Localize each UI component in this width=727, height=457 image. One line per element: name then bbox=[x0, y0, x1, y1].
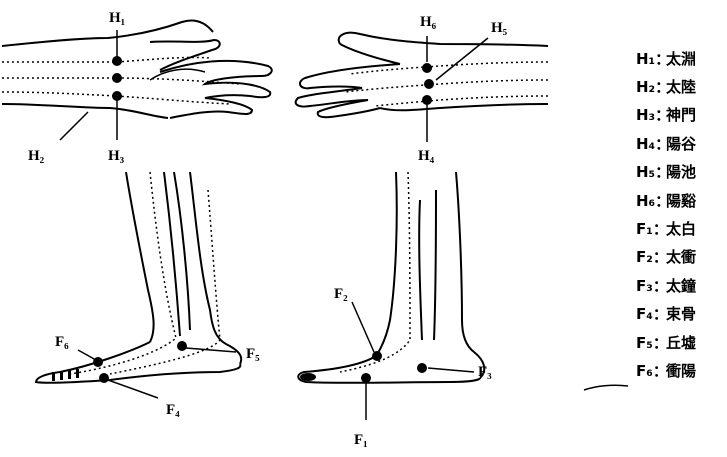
point-f2-marker bbox=[372, 351, 382, 361]
legend-row: F₃：太鐘 bbox=[636, 271, 726, 299]
point-h5-marker bbox=[424, 79, 434, 89]
left-foot-figure bbox=[36, 172, 241, 398]
label-f1: F₁ bbox=[354, 432, 368, 448]
legend-name: 太陸 bbox=[666, 76, 696, 97]
legend-row: F₁：太白 bbox=[636, 214, 726, 242]
legend-name: 神門 bbox=[666, 104, 696, 125]
point-h3-marker bbox=[112, 91, 122, 101]
label-f2: F₂ bbox=[334, 286, 348, 302]
legend-name: 丘墟 bbox=[666, 332, 696, 353]
legend-row: H₁：太淵 bbox=[636, 44, 726, 72]
right-leg-front-outline bbox=[376, 172, 397, 356]
point-h1-marker bbox=[112, 56, 122, 66]
legend-code: F₄： bbox=[636, 303, 666, 324]
right-leg-back-outline bbox=[456, 172, 484, 378]
point-f6-marker bbox=[93, 357, 103, 367]
legend-name: 太衝 bbox=[666, 246, 696, 267]
point-f1-marker bbox=[361, 373, 371, 383]
toe-mark bbox=[52, 372, 55, 381]
legend-name: 太白 bbox=[666, 218, 696, 239]
legend-code: F₁： bbox=[636, 218, 666, 239]
right-foot-channel bbox=[340, 172, 410, 372]
legend-row: H₅：陽池 bbox=[636, 158, 726, 186]
legend-name: 陽池 bbox=[666, 161, 696, 182]
right-toes bbox=[300, 373, 316, 381]
legend-code: F₂： bbox=[636, 246, 666, 267]
legend-code: H₂： bbox=[636, 76, 666, 97]
label-h4: H₄ bbox=[418, 148, 435, 164]
left-foot-channel-1 bbox=[70, 172, 176, 374]
legend-row: H₆：陽谿 bbox=[636, 186, 726, 214]
acupoint-legend: H₁：太淵 H₂：太陸 H₃：神門 H₄：陽谷 H₅：陽池 H₆：陽谿 F₁：太… bbox=[636, 44, 726, 385]
toe-mark bbox=[68, 370, 71, 379]
legend-row: F₅：丘墟 bbox=[636, 328, 726, 356]
legend-code: H₅： bbox=[636, 161, 666, 182]
legend-name: 太淵 bbox=[666, 48, 696, 69]
f5-leader-line bbox=[186, 348, 236, 352]
right-thumb bbox=[340, 44, 400, 64]
legend-name: 衝陽 bbox=[666, 360, 696, 381]
point-h2-marker bbox=[112, 73, 122, 83]
legend-row: H₂：太陸 bbox=[636, 72, 726, 100]
right-forearm-top-outline bbox=[339, 33, 548, 46]
legend-name: 太鐘 bbox=[666, 275, 696, 296]
point-h6-marker bbox=[422, 63, 432, 73]
right-channel-middle bbox=[345, 80, 548, 92]
f4-leader-line bbox=[108, 380, 158, 398]
right-foot-figure bbox=[298, 172, 484, 420]
left-tendon-b bbox=[174, 172, 190, 330]
label-f3: F₃ bbox=[478, 364, 492, 380]
legend-code: F₆： bbox=[636, 360, 666, 381]
label-h6: H₆ bbox=[420, 14, 437, 30]
toe-mark bbox=[76, 369, 79, 378]
left-hand-figure bbox=[2, 20, 272, 140]
scan-artifact-mark bbox=[584, 385, 628, 390]
label-f4: F₄ bbox=[166, 402, 180, 418]
right-forearm-bottom-outline bbox=[380, 104, 548, 110]
toe-mark bbox=[60, 371, 63, 380]
label-h3: H₃ bbox=[108, 148, 125, 164]
legend-code: H₃： bbox=[636, 104, 666, 125]
legend-name: 陽谷 bbox=[666, 133, 696, 154]
right-hand-figure bbox=[296, 33, 548, 142]
legend-name: 陽谿 bbox=[666, 190, 696, 211]
legend-row: H₃：神門 bbox=[636, 101, 726, 129]
label-h5: H₅ bbox=[491, 20, 508, 36]
left-leg-back-outline bbox=[190, 172, 241, 364]
f6-leader-line bbox=[78, 350, 96, 360]
legend-row: F₄：束骨 bbox=[636, 300, 726, 328]
right-channel-upper bbox=[350, 62, 548, 74]
h2-leader-line bbox=[60, 112, 88, 140]
f2-leader-line bbox=[352, 302, 374, 352]
legend-row: F₂：太衝 bbox=[636, 243, 726, 271]
point-f4-marker bbox=[99, 373, 109, 383]
legend-row: H₄：陽谷 bbox=[636, 129, 726, 157]
legend-name: 束骨 bbox=[666, 303, 696, 324]
legend-row: F₆：衝陽 bbox=[636, 356, 726, 384]
point-h4-marker bbox=[422, 95, 432, 105]
f3-leader-line bbox=[428, 368, 474, 372]
right-tendon-right bbox=[434, 190, 436, 340]
left-leg-front-outline bbox=[126, 172, 154, 342]
label-f5: F₅ bbox=[246, 346, 260, 362]
right-tendon-left bbox=[419, 200, 422, 340]
legend-code: H₁： bbox=[636, 48, 666, 69]
legend-code: F₃： bbox=[636, 275, 666, 296]
point-f5-marker bbox=[177, 341, 187, 351]
legend-code: H₆： bbox=[636, 190, 666, 211]
legend-code: H₄： bbox=[636, 133, 666, 154]
label-h1: H₁ bbox=[109, 10, 125, 26]
label-f6: F₆ bbox=[55, 334, 69, 350]
point-f3-marker bbox=[417, 363, 427, 373]
legend-code: F₅： bbox=[636, 332, 666, 353]
label-h2: H₂ bbox=[28, 148, 45, 164]
